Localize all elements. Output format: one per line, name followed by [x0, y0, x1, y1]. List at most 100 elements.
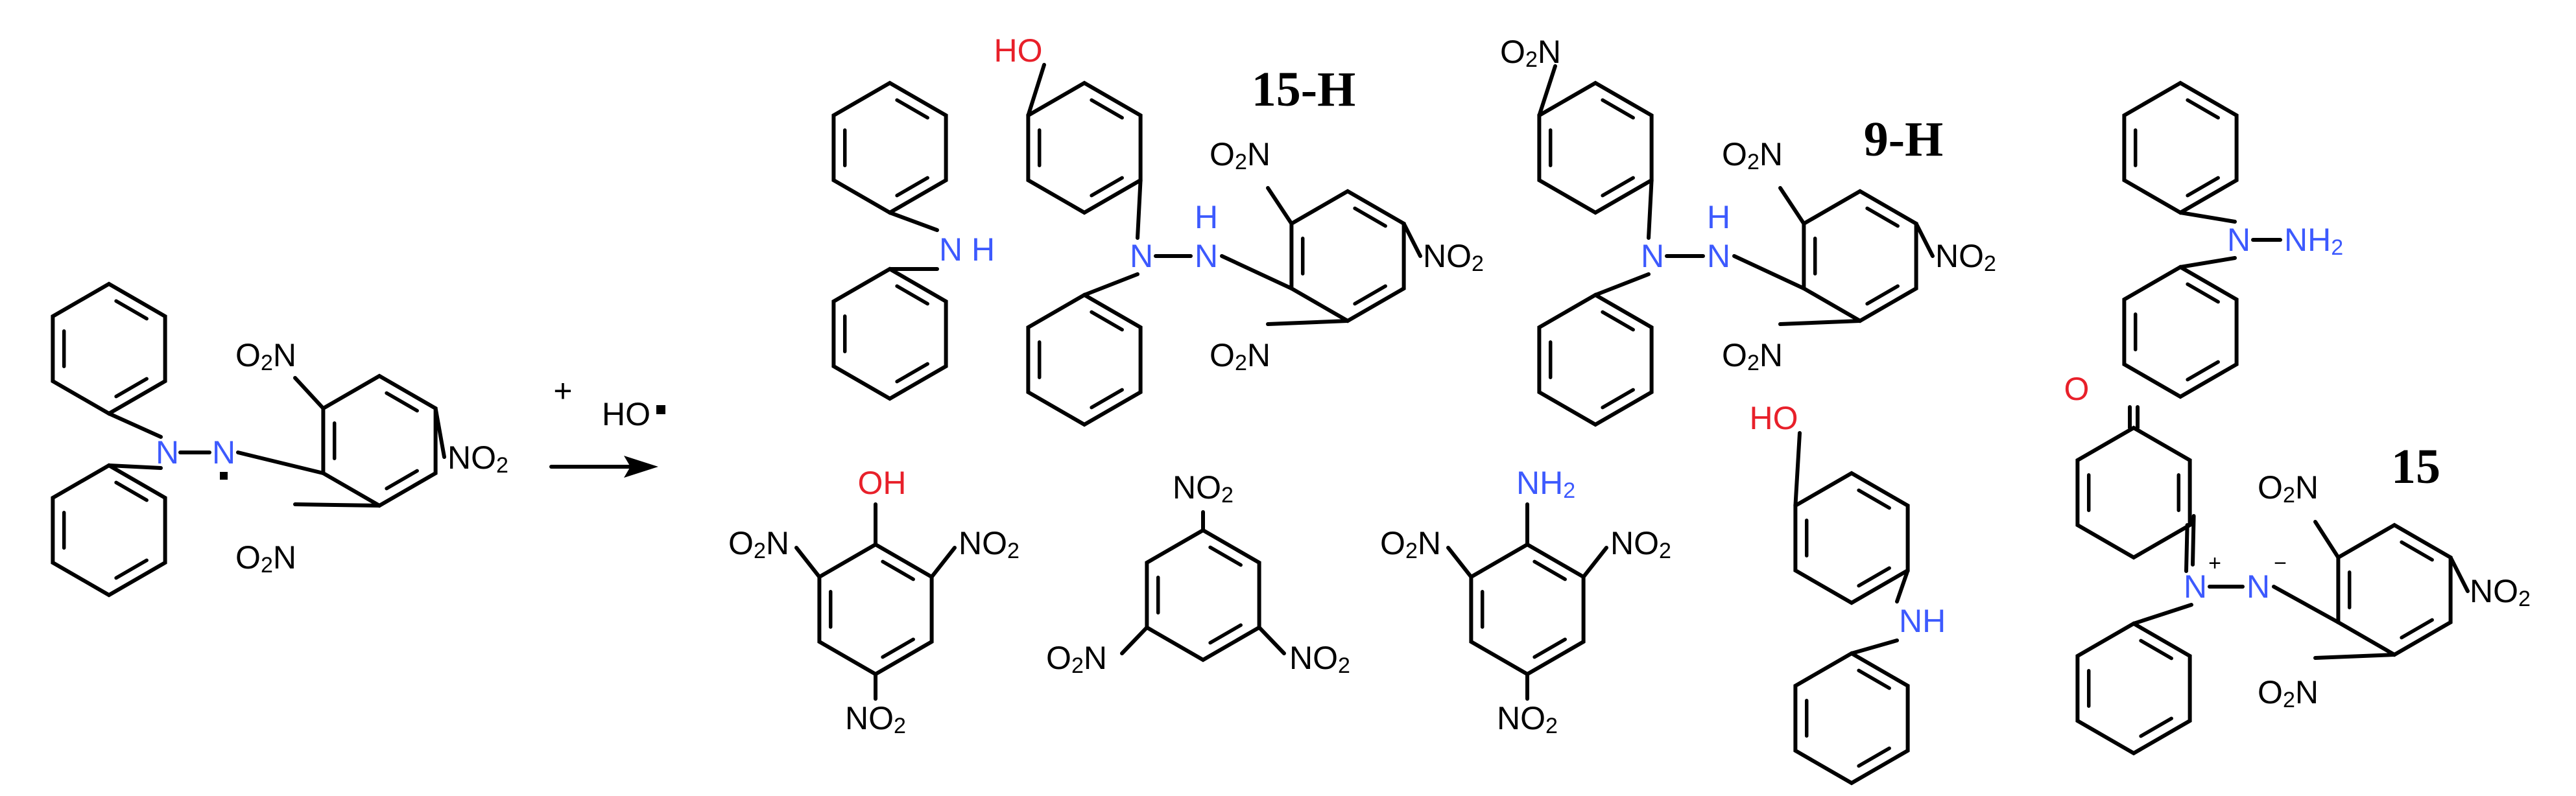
- bond: [107, 463, 163, 470]
- double-bond: [2400, 618, 2434, 640]
- nitro-group: NO2: [1423, 238, 1484, 276]
- double-bond: [895, 176, 929, 198]
- bond: [2272, 585, 2341, 624]
- arrow-head: [624, 456, 658, 478]
- ring: [831, 266, 948, 401]
- double-bond: [114, 299, 149, 321]
- bond: [1778, 319, 1862, 326]
- bond: [1850, 638, 1899, 655]
- hydrogen-atom: H: [1707, 199, 1730, 235]
- double-bond: [1090, 388, 1124, 410]
- ring: [321, 373, 438, 508]
- amino-group: NH2: [2284, 222, 2343, 260]
- nitrogen-atom: N: [156, 434, 179, 471]
- bond: [1793, 431, 1802, 508]
- double-bond: [895, 98, 929, 120]
- bond: [888, 211, 939, 232]
- ring: [2075, 425, 2192, 560]
- bond: [2313, 653, 2396, 660]
- double-bond: [1857, 746, 1891, 768]
- nitro-group: O2N: [1722, 337, 1783, 375]
- bond: [1732, 254, 1806, 290]
- bond: [1593, 272, 1651, 297]
- ring: [1537, 292, 1654, 427]
- bond: [1581, 546, 1608, 579]
- bond: [1082, 272, 1139, 297]
- ring: [1469, 542, 1586, 677]
- bond: [1120, 626, 1149, 655]
- nitrogen-atom: N: [212, 434, 235, 471]
- bond: [2132, 603, 2193, 626]
- nitrogen-atom: N: [1195, 238, 1218, 274]
- bond: [1914, 222, 1935, 258]
- diphenylamine: N H: [831, 80, 995, 401]
- nitrogen-atom: N: [2184, 568, 2207, 605]
- double-bond: [1532, 637, 1567, 659]
- nitro-group: NO2: [1935, 238, 1996, 276]
- bond: [1266, 186, 1294, 226]
- amino-group: NH2: [1516, 465, 1575, 503]
- ring: [1289, 189, 1406, 323]
- positive-charge: +: [2208, 551, 2221, 576]
- double-bond: [2139, 716, 2173, 738]
- nh-group: NH: [1899, 603, 1946, 639]
- reagent-arrow: +HO: [549, 373, 665, 478]
- hydroxy-group: HO: [994, 32, 1043, 69]
- ring: [1537, 80, 1654, 215]
- double-bond: [881, 559, 915, 581]
- bond: [1537, 64, 1557, 117]
- bond: [293, 376, 326, 410]
- bond: [1026, 63, 1046, 117]
- double-bond: [881, 637, 915, 659]
- nitro-group: O2N: [1210, 337, 1270, 375]
- nitrogen-atom: N: [1707, 238, 1730, 274]
- nitro-group: O2N: [2258, 674, 2319, 712]
- nitrogen-atom: N: [2247, 568, 2270, 605]
- nh-group: N H: [939, 231, 995, 268]
- bond: [2448, 556, 2470, 593]
- double-bond: [2186, 360, 2220, 382]
- double-bond: [114, 377, 149, 399]
- double-bond: [1857, 488, 1891, 510]
- bond: [1257, 626, 1286, 655]
- double-bond: [1857, 668, 1891, 690]
- bond: [236, 451, 326, 475]
- double-bond: [895, 362, 929, 384]
- double-bond: [895, 284, 929, 306]
- compound-label-9h: 9-H: [1864, 112, 1943, 167]
- hydroxyl-radical-label: HO: [602, 396, 650, 432]
- nitro-group: NO2: [2470, 573, 2531, 611]
- bond: [1895, 568, 1910, 603]
- double-bond: [1601, 310, 1635, 332]
- radical-dot: [656, 405, 665, 414]
- nitro-group: O2N: [235, 539, 296, 578]
- ring: [2336, 522, 2453, 657]
- ring: [1026, 80, 1143, 215]
- nitro-group: O2N: [1380, 525, 1441, 563]
- double-bond: [1353, 284, 1387, 306]
- nitro-group: NO2: [1289, 640, 1350, 678]
- compound-label-15h: 15-H: [1252, 62, 1355, 117]
- nitro-group: O2N: [1046, 640, 1107, 678]
- ring: [51, 463, 167, 598]
- nitro-group: O2N: [728, 525, 789, 563]
- double-bond: [385, 469, 419, 491]
- nitro-group: O2N: [1210, 136, 1270, 174]
- bond: [1401, 222, 1422, 258]
- hydroxy-group: OH: [858, 465, 907, 501]
- nitro-group: NO2: [1610, 525, 1671, 563]
- ring: [831, 80, 948, 215]
- double-bond: [2139, 638, 2173, 661]
- ring: [1793, 651, 1910, 786]
- double-bond: [114, 558, 149, 580]
- double-bond: [114, 480, 149, 502]
- bond: [2178, 211, 2237, 224]
